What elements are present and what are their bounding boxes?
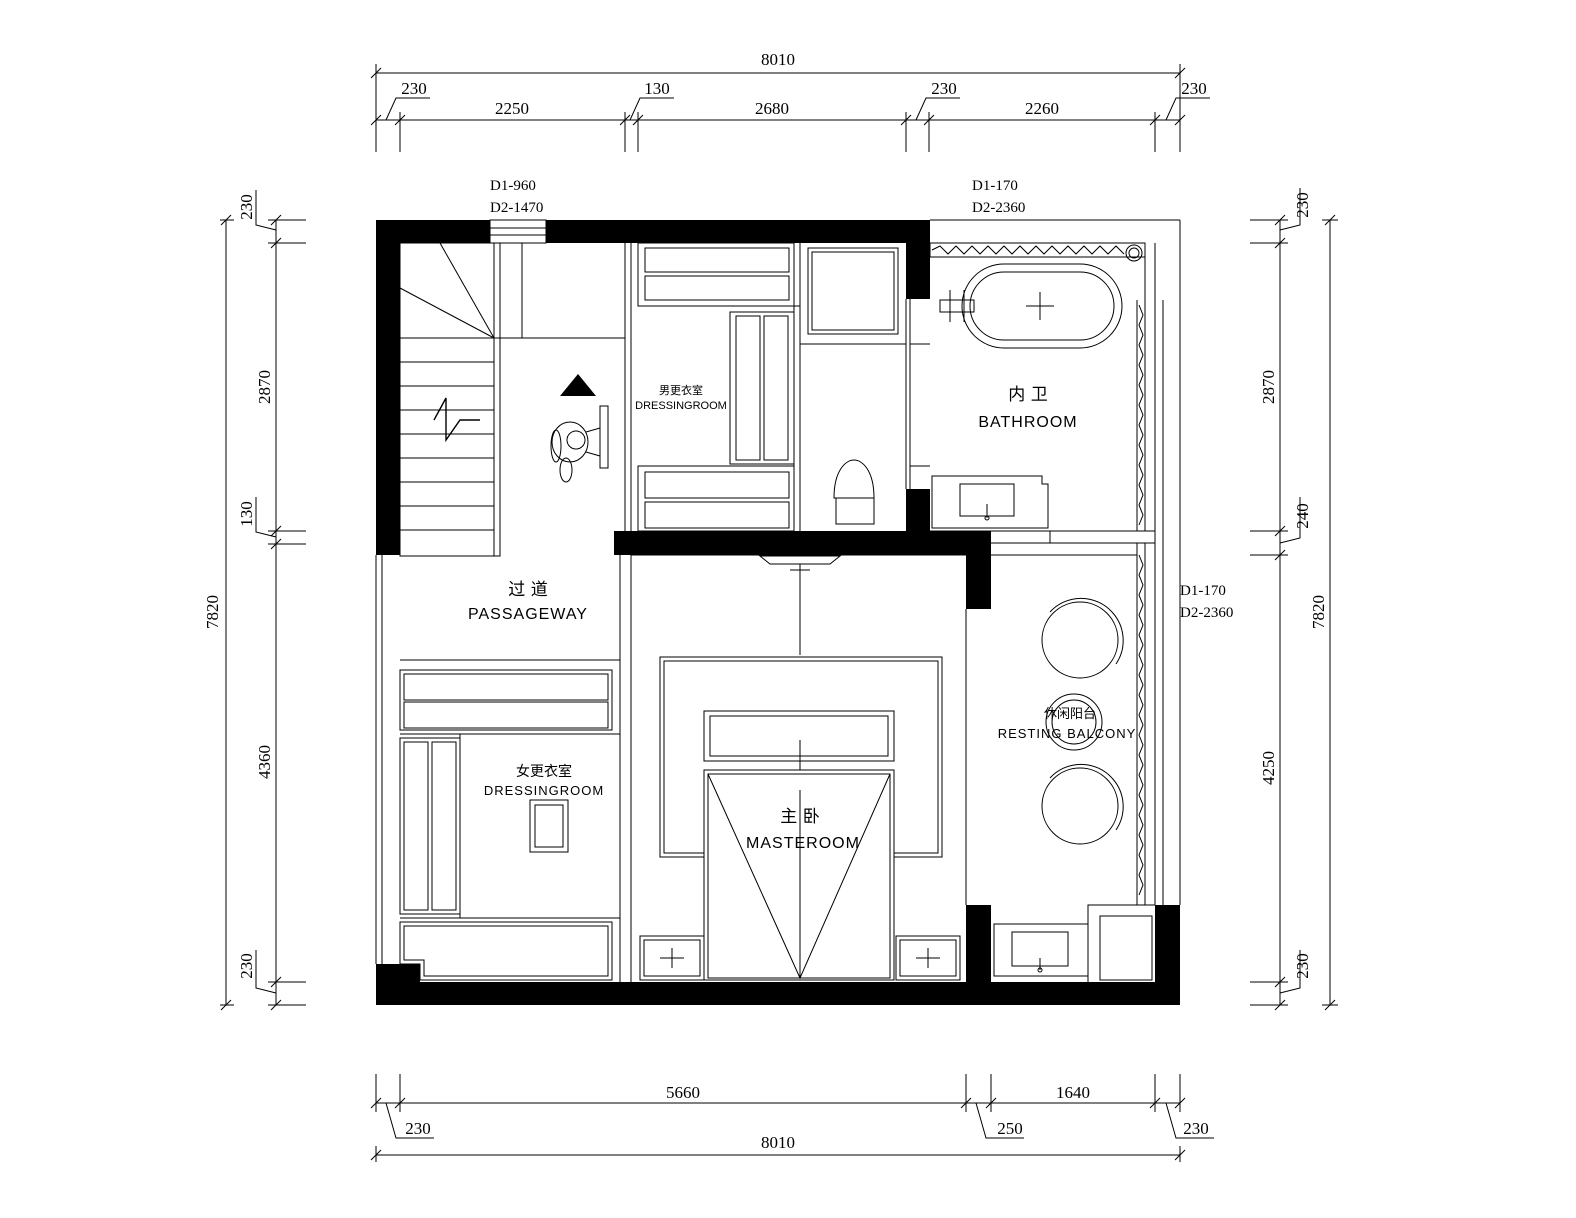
- top-seg-1: 230: [401, 79, 427, 98]
- master-cn: 主 卧: [780, 807, 819, 827]
- top-seg-7: 230: [1181, 79, 1207, 98]
- person-figure-icon: [550, 405, 609, 483]
- bottom-seg-1: 5660: [666, 1083, 700, 1102]
- right-seg-3: 240: [1293, 503, 1312, 529]
- left-seg-2: 2870: [255, 370, 274, 404]
- womens-dressing-room: [399, 669, 620, 981]
- womens-dressing-en: DRESSINGROOM: [484, 783, 604, 798]
- window-note-right-d2: D2-2360: [1180, 605, 1233, 621]
- nightstand-right-icon: [895, 935, 961, 981]
- passageway-cn: 过 道: [508, 580, 547, 600]
- left-seg-3: 130: [237, 501, 256, 527]
- master-en: MASTEROOM: [746, 835, 860, 852]
- right-dimensions: 230 2870 240 4250 230 7820: [1250, 188, 1338, 1011]
- right-seg-5: 230: [1293, 953, 1312, 979]
- bathroom: [929, 242, 1155, 544]
- bottom-dimensions: 5660 1640 230 250 230 8010: [370, 1074, 1214, 1162]
- window-notes: D1-960 D2-1470 D1-170 D2-2360 D1-170 D2-…: [490, 178, 1233, 621]
- bottom-small-2: 250: [997, 1119, 1023, 1138]
- womens-dressing-cn: 女更衣室: [516, 763, 572, 780]
- top-seg-5: 230: [931, 79, 957, 98]
- balcony-cn: 休闲阳台: [1044, 707, 1096, 722]
- mens-dressing-en: DRESSINGROOM: [635, 400, 727, 412]
- right-total-label: 7820: [1309, 595, 1328, 629]
- bottom-small-1: 230: [405, 1119, 431, 1138]
- top-total-label: 8010: [761, 50, 795, 69]
- outline-lines: [375, 219, 1181, 964]
- bottom-small-3: 230: [1183, 1119, 1209, 1138]
- bottom-total-label: 8010: [761, 1133, 795, 1152]
- room-labels: 男更衣室 DRESSINGROOM 内 卫 BATHROOM 过 道 PASSA…: [468, 383, 1137, 852]
- right-seg-1: 230: [1293, 192, 1312, 218]
- window-note-top-right-d2: D2-2360: [972, 200, 1025, 216]
- top-dimensions: 8010 230 2250 130 2680 230 2260 230: [370, 50, 1210, 152]
- left-dimensions: 7820 230 2870 130 4360 230: [203, 190, 306, 1011]
- balcony-en: RESTING BALCONY: [998, 726, 1137, 741]
- mens-dressing-room: [637, 242, 801, 532]
- bathtub-icon: [939, 263, 1123, 349]
- bottom-seg-2: 1640: [1056, 1083, 1090, 1102]
- chair-icon-top: [1041, 597, 1124, 679]
- balcony: [991, 543, 1155, 982]
- right-seg-2: 2870: [1259, 370, 1278, 404]
- top-seg-2: 2250: [495, 99, 529, 118]
- walls: [376, 220, 1180, 1005]
- stair-treads: [400, 361, 494, 531]
- bathroom-en: BATHROOM: [978, 414, 1077, 431]
- left-seg-1: 230: [237, 194, 256, 220]
- left-seg-5: 230: [237, 953, 256, 979]
- top-seg-3: 130: [644, 79, 670, 98]
- window-note-top-left-d2: D2-1470: [490, 200, 543, 216]
- bathroom-cn: 内 卫: [1008, 385, 1047, 405]
- top-seg-4: 2680: [755, 99, 789, 118]
- bed-icon: [703, 769, 895, 981]
- toilet-area: [800, 247, 930, 489]
- passageway-en: PASSAGEWAY: [468, 606, 588, 623]
- window-note-top-right-d1: D1-170: [972, 178, 1018, 194]
- mens-dressing-cn: 男更衣室: [659, 383, 703, 397]
- up-arrow-icon: [560, 374, 596, 396]
- nightstand-left-icon: [639, 935, 705, 981]
- table-icon: [1045, 693, 1103, 751]
- window-top-left: [489, 219, 547, 244]
- staircase: [399, 242, 625, 557]
- top-ticks: [370, 112, 1186, 152]
- window-note-right-d1: D1-170: [1180, 583, 1226, 599]
- left-seg-4: 4360: [255, 745, 274, 779]
- window-note-top-left-d1: D1-960: [490, 178, 536, 194]
- chair-icon-bottom: [1041, 763, 1124, 845]
- passage-lines: [400, 243, 632, 982]
- left-total-label: 7820: [203, 595, 222, 629]
- top-seg-6: 2260: [1025, 99, 1059, 118]
- bathroom-sink-icon: [931, 475, 1049, 529]
- right-seg-4: 4250: [1259, 751, 1278, 785]
- toilet-icon: [833, 459, 875, 525]
